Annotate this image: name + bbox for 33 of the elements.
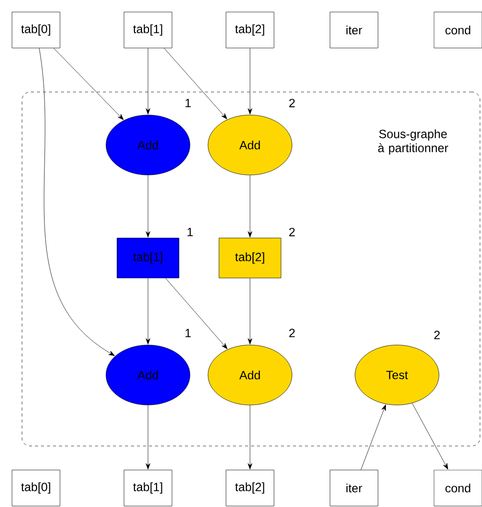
- group-number: 1: [186, 328, 191, 338]
- variable-box: tab[2]: [226, 470, 274, 506]
- arrow: [146, 48, 150, 114]
- group-number: 1: [188, 228, 193, 236]
- arrow: [146, 278, 150, 344]
- variable-box: tab[2]: [226, 12, 274, 48]
- arrow: [54, 48, 124, 120]
- variable-box: iter: [330, 470, 378, 506]
- variable-box: tab[1]: [124, 12, 172, 48]
- variable-box: tab[2]: [218, 238, 282, 278]
- arrow: [165, 278, 228, 350]
- arrow: [360, 404, 386, 470]
- variable-box: cond: [434, 470, 482, 506]
- variable-box: tab[1]: [124, 470, 172, 506]
- variable-box: tab[0]: [12, 12, 60, 48]
- arrow: [412, 402, 448, 470]
- variable-box: tab[1]: [116, 238, 180, 278]
- arrow: [146, 405, 150, 470]
- group-number: 1: [186, 98, 191, 108]
- arrow: [146, 175, 150, 238]
- arrow: [248, 175, 252, 238]
- arrow: [164, 48, 228, 120]
- arrow: [248, 48, 252, 114]
- group-number: 2: [289, 328, 295, 338]
- group-number: 2: [289, 98, 295, 108]
- arrow: [248, 278, 252, 344]
- arrow: [39, 48, 115, 356]
- variable-box: tab[0]: [12, 470, 60, 506]
- arrow: [248, 405, 252, 470]
- group-number: 2: [434, 330, 440, 340]
- variable-box: iter: [330, 12, 378, 48]
- variable-box: cond: [434, 12, 482, 48]
- group-number: 2: [289, 228, 295, 236]
